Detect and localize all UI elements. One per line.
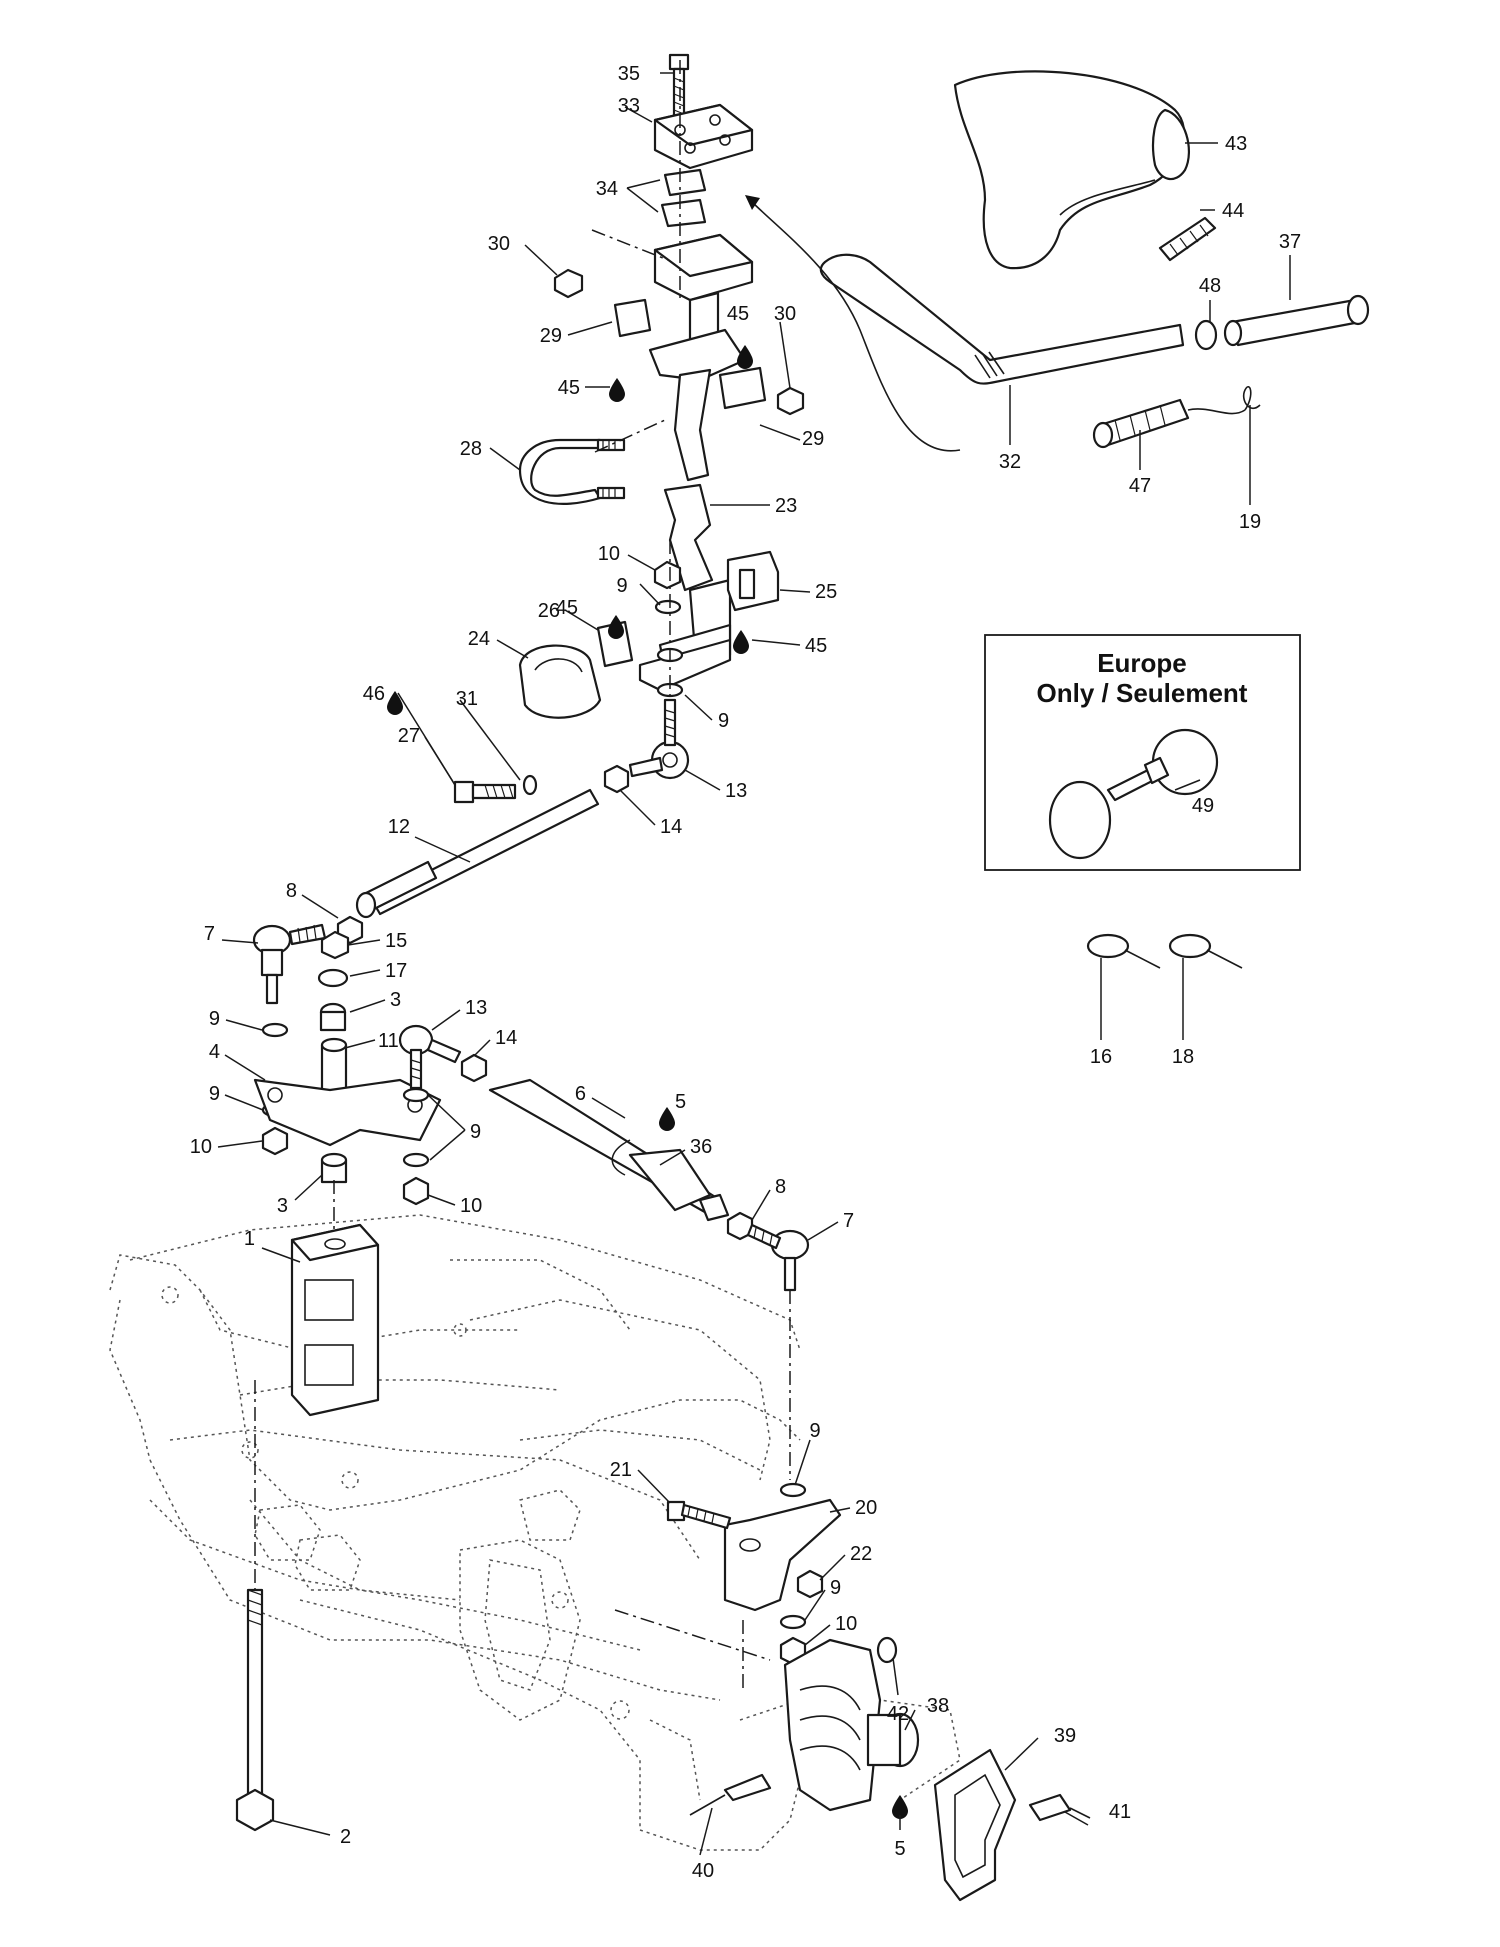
callout-label: 9 (718, 710, 729, 732)
callout-label: 30 (488, 233, 510, 255)
callout-label: 10 (460, 1195, 482, 1217)
callout-label: 19 (1239, 511, 1261, 533)
callout-label: 13 (465, 997, 487, 1019)
callout-label: 22 (850, 1543, 872, 1565)
lubricant-drops (387, 345, 908, 1819)
callout-label: 9 (470, 1121, 481, 1143)
callout-label: 7 (204, 923, 215, 945)
callout-label: 14 (495, 1027, 517, 1049)
callout-label: 5 (894, 1838, 905, 1860)
callout-label: 8 (286, 880, 297, 902)
lube-drop-icon (608, 615, 624, 639)
lube-drop-icon (659, 1107, 675, 1131)
callout-label: 13 (725, 780, 747, 802)
callout-label: 18 (1172, 1046, 1194, 1068)
callout-label: 10 (190, 1136, 212, 1158)
callout-label: 21 (610, 1459, 632, 1481)
callout-label: 14 (660, 816, 682, 838)
callout-label: 34 (596, 178, 618, 200)
europe-box: Europe Only / Seulement (984, 634, 1301, 871)
callout-label: 20 (855, 1497, 877, 1519)
callout-label: 9 (616, 575, 627, 597)
center-lines (254, 60, 791, 1690)
callout-label: 23 (775, 495, 797, 517)
callout-label: 6 (575, 1083, 586, 1105)
callout-label: 28 (460, 438, 482, 460)
callout-label: 8 (775, 1176, 786, 1198)
callout-label: 24 (468, 628, 490, 650)
callout-label: 36 (690, 1136, 712, 1158)
callout-label: 45 (727, 303, 749, 325)
cable-ties (1086, 933, 1243, 969)
callout-label: 40 (692, 1860, 714, 1882)
lube-drop-icon (892, 1795, 908, 1819)
callout-label: 1 (244, 1228, 255, 1250)
lube-drop-icon (609, 378, 625, 402)
callout-label: 9 (209, 1008, 220, 1030)
callout-label: 15 (385, 930, 407, 952)
callout-label: 42 (887, 1703, 909, 1725)
callout-label: 31 (456, 688, 478, 710)
callout-label: 12 (388, 816, 410, 838)
callout-label: 33 (618, 95, 640, 117)
callout-label: 45 (558, 377, 580, 399)
callout-label: 41 (1109, 1801, 1131, 1823)
callout-label: 37 (1279, 231, 1301, 253)
callout-label: 45 (556, 597, 578, 619)
callout-label: 11 (378, 1030, 399, 1052)
callout-label: 29 (802, 428, 824, 450)
callout-label: 16 (1090, 1046, 1112, 1068)
callout-label: 47 (1129, 475, 1151, 497)
callout-label: 29 (540, 325, 562, 347)
callout-label: 3 (390, 989, 401, 1011)
callout-label: 10 (835, 1613, 857, 1635)
handlebar-assembly (745, 70, 1370, 452)
callout-label: 30 (774, 303, 796, 325)
callout-label: 5 (675, 1091, 686, 1113)
callout-label: 3 (277, 1195, 288, 1217)
callout-label: 27 (398, 725, 420, 747)
lube-drop-icon (737, 345, 753, 369)
callout-label: 38 (927, 1695, 949, 1717)
upper-clamp-assembly (235, 53, 1091, 1902)
callout-label: 49 (1192, 795, 1214, 817)
europe-box-line2: Only / Seulement (1037, 678, 1248, 708)
lube-drop-icon (387, 691, 403, 715)
callout-label: 2 (340, 1826, 351, 1848)
lube-drop-icon (733, 630, 749, 654)
callout-label: 9 (830, 1577, 841, 1599)
callout-label: 9 (209, 1083, 220, 1105)
callout-label: 4 (209, 1041, 220, 1063)
callout-labels: 35 33 34 30 30 29 29 45 45 45 45 28 23 1… (190, 63, 1301, 1882)
callout-label: 45 (805, 635, 827, 657)
leader-lines (217, 72, 1291, 1856)
europe-box-line1: Europe (1097, 648, 1187, 678)
callout-label: 25 (815, 581, 837, 603)
callout-label: 7 (843, 1210, 854, 1232)
callout-label: 44 (1222, 200, 1244, 222)
callout-label: 17 (385, 960, 407, 982)
callout-label: 39 (1054, 1725, 1076, 1747)
callout-label: 48 (1199, 275, 1221, 297)
callout-label: 26 (538, 600, 560, 622)
callout-label: 32 (999, 451, 1021, 473)
callout-label: 43 (1225, 133, 1247, 155)
callout-label: 46 (363, 683, 385, 705)
callout-label: 10 (598, 543, 620, 565)
callout-label: 35 (618, 63, 640, 85)
callout-label: 9 (809, 1420, 820, 1442)
